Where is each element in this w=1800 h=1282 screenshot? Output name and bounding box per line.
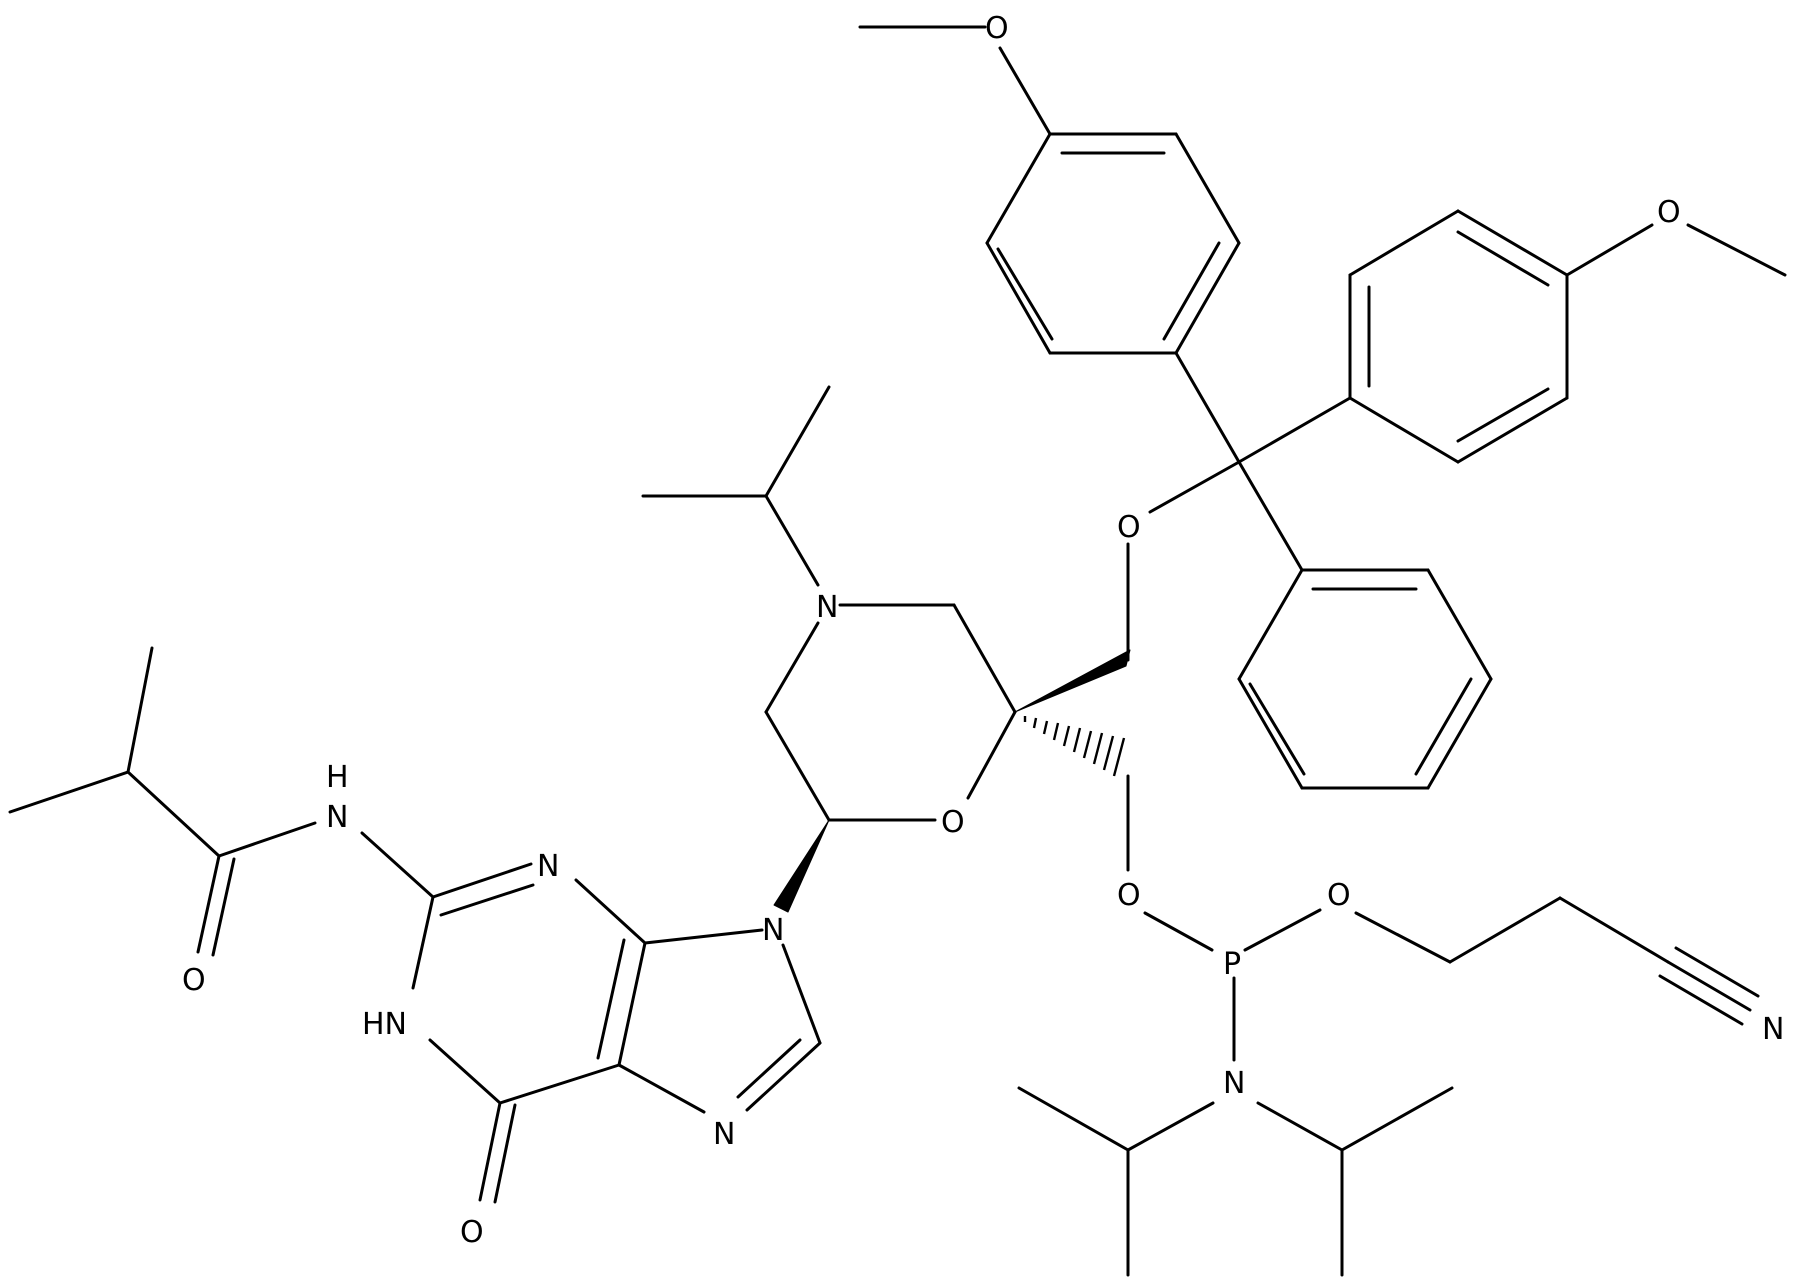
atom-label-oxygen: O <box>941 805 965 840</box>
atom-label-nitrogen: N <box>1762 1012 1784 1047</box>
atom-label-oxygen: O <box>1117 510 1141 545</box>
atom-label-nitrogen: N <box>1223 1066 1245 1101</box>
atom-label-oxygen: O <box>985 11 1009 46</box>
atom-label-oxygen: O <box>182 963 206 998</box>
wedge-bond <box>773 819 830 913</box>
atom-label-oxygen: O <box>1327 878 1351 913</box>
bond-layer <box>8 25 1787 1277</box>
atom-label-nh-amide: H <box>326 760 349 795</box>
atom-label-layer: O O O N O O O P N N H N O N HN N N O <box>182 11 1784 1250</box>
stereo-bond-layer <box>773 649 1131 913</box>
atom-label-nh-purine: HN <box>362 1007 407 1042</box>
atom-label-oxygen: O <box>1657 195 1681 230</box>
atom-label-nitrogen: N <box>762 913 784 948</box>
atom-label-oxygen: O <box>460 1215 484 1250</box>
atom-label-oxygen: O <box>1117 878 1141 913</box>
hashed-bond <box>1023 716 1126 777</box>
atom-label-nitrogen: N <box>816 590 838 625</box>
atom-label-nitrogen: N <box>537 849 559 884</box>
atom-label-phosphorus: P <box>1223 947 1241 982</box>
wedge-bond <box>1014 649 1131 713</box>
atom-label-nh-amide: N <box>326 800 348 835</box>
atom-label-nitrogen: N <box>713 1117 735 1152</box>
